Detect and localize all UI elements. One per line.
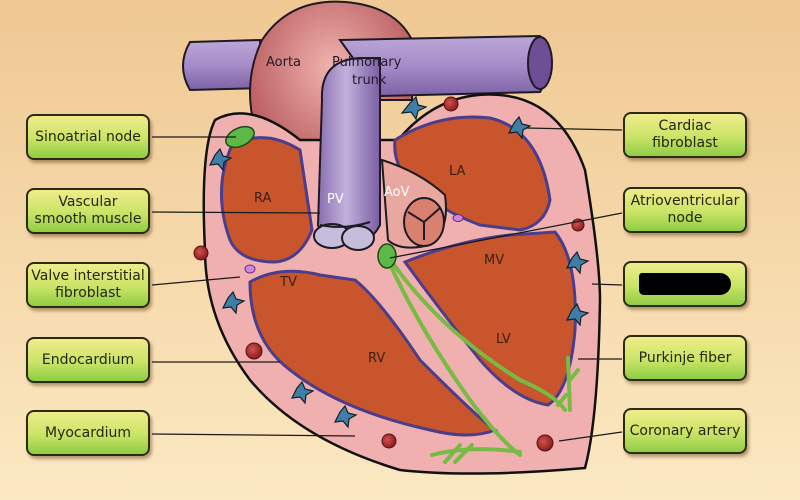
purkinje-fibers <box>386 258 580 464</box>
label-la: LA <box>449 164 466 179</box>
label-lv: LV <box>496 332 511 347</box>
label-endocardium: Endocardium <box>26 337 150 383</box>
redaction-mark <box>639 273 731 295</box>
valve-interstitial-cell <box>244 264 256 274</box>
right-atrium <box>220 136 314 264</box>
pulmonary-valve <box>313 221 375 251</box>
label-valve-interstitial-fibroblast: Valve interstitial fibroblast <box>26 262 150 308</box>
label-ra: RA <box>254 191 272 206</box>
label-mv: MV <box>484 253 504 268</box>
leader-lines <box>151 127 623 442</box>
sinoatrial-node-shape <box>225 125 255 149</box>
label-rv: RV <box>368 351 385 366</box>
label-aorta: Aorta <box>266 55 301 70</box>
label-vascular-smooth-muscle: Vascular smooth muscle <box>26 188 150 234</box>
label-pv: PV <box>327 192 344 207</box>
label-tv: TV <box>279 275 297 290</box>
label-myocardium: Myocardium <box>26 410 150 456</box>
atrioventricular-node-shape <box>377 243 397 269</box>
fibroblast-cells <box>208 95 590 429</box>
label-coronary-artery: Coronary artery <box>623 408 747 454</box>
label-atrioventricular-node: Atrioventricular node <box>623 187 747 233</box>
label-sinoatrial-node: Sinoatrial node <box>26 114 150 160</box>
label-aov: AoV <box>384 185 410 200</box>
coronary-arteries <box>193 96 585 452</box>
label-trunk: trunk <box>352 73 387 88</box>
valve-interstitial-cell <box>452 214 464 222</box>
label-pulmonary: Pulmonary <box>332 55 402 70</box>
label-redacted <box>623 261 747 307</box>
vessel-opening <box>527 36 553 90</box>
label-purkinje-fiber: Purkinje fiber <box>623 335 747 381</box>
label-cardiac-fibroblast: Cardiac fibroblast <box>623 112 747 158</box>
